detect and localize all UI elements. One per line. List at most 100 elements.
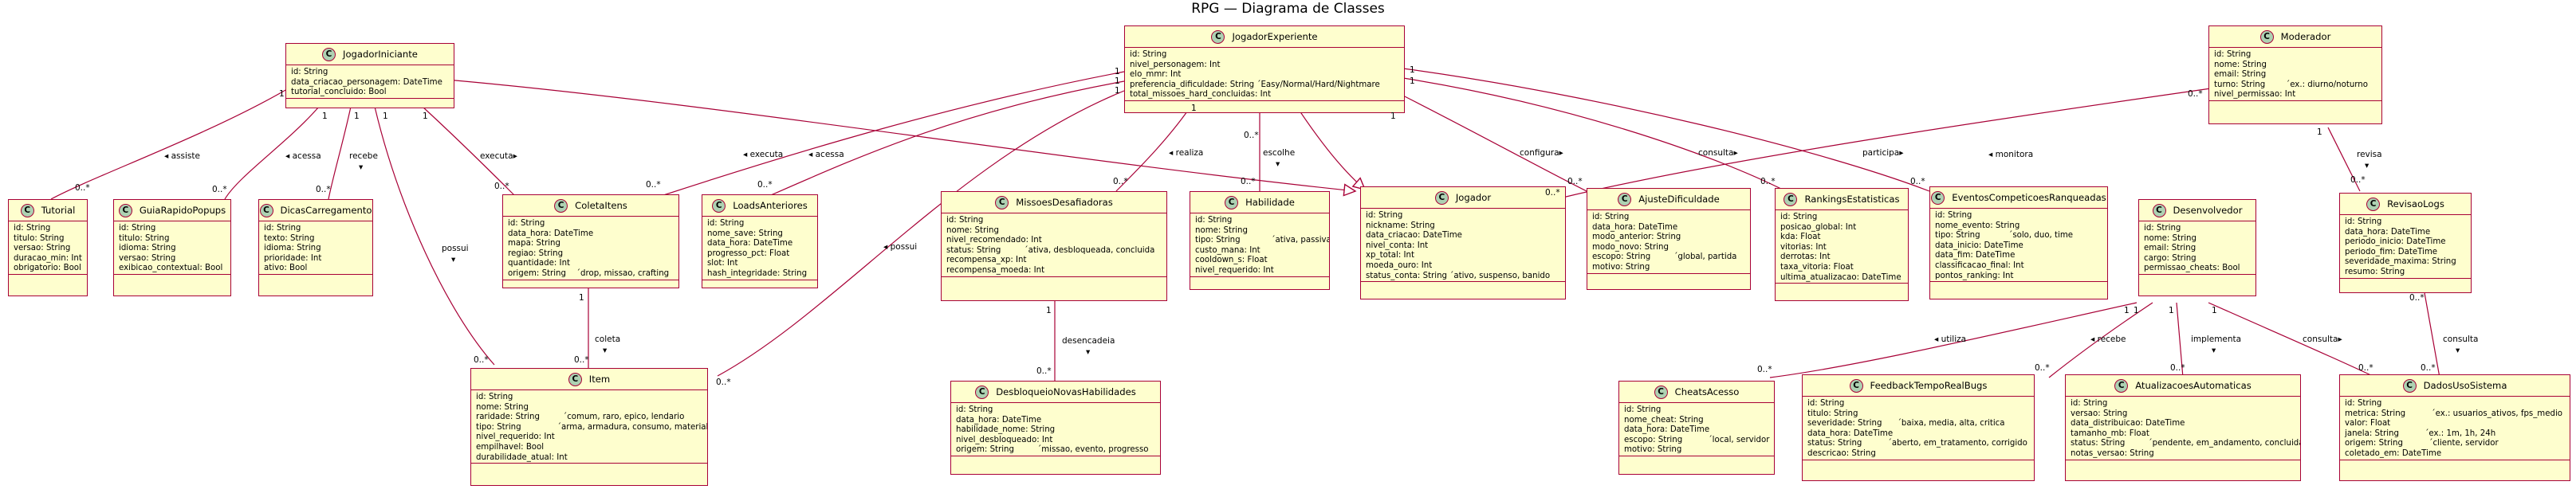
edge-experiente-rankings: [1402, 77, 1787, 192]
class-name: CheatsAcesso: [1674, 386, 1740, 397]
multiplicity: 0..*: [2350, 175, 2366, 185]
multiplicity: 0..*: [212, 185, 227, 194]
multiplicity: 0..*: [2409, 293, 2425, 303]
multiplicity: 0..*: [757, 180, 773, 190]
label-possui-item: possui: [442, 244, 469, 253]
label-participa: participa▸: [1862, 148, 1904, 158]
edge-dev-cheats: [1769, 302, 2137, 378]
edge-iniciante-coleta: [422, 106, 517, 198]
class-icon: C: [2366, 197, 2381, 211]
attribute: data_criacao_personagem: DateTime: [291, 77, 442, 87]
multiplicity: 0..*: [2035, 363, 2050, 373]
class-icon: C: [2152, 203, 2166, 217]
edge-revisao-dados: [2423, 288, 2440, 378]
class-icon: C: [1618, 192, 1632, 206]
label-consulta-dados: consulta▸: [2303, 335, 2342, 344]
class-icon: C: [2114, 378, 2129, 393]
class-name: DicasCarregamento: [280, 204, 372, 216]
multiplicity: 1: [2124, 306, 2130, 315]
class-icon: C: [20, 203, 34, 217]
multiplicity: 0..*: [1567, 177, 1583, 186]
label-utiliza: ◂ utiliza: [1934, 335, 1967, 344]
multiplicity: 1: [2134, 306, 2139, 315]
multiplicity: 0..*: [574, 355, 589, 365]
label-desencadeia: desencadeia: [1062, 336, 1115, 346]
label-recebe-feedback: ◂ recebe: [2090, 335, 2126, 344]
edge-experiente-coleta: [658, 71, 1125, 198]
class-icon: C: [554, 198, 568, 213]
class-name: AjusteDificuldade: [1638, 193, 1720, 205]
attribute: id: String: [291, 68, 328, 76]
edge-experiente-eventos: [1402, 68, 1930, 192]
label-executa-loads: ◂ executa: [743, 150, 784, 159]
class-name: FeedbackTempoRealBugs: [1870, 379, 1988, 391]
class-name: Moderador: [2280, 30, 2331, 42]
multiplicity: 1: [279, 89, 285, 99]
label-implementa: implementa: [2191, 335, 2242, 344]
class-name: RankingsEstatisticas: [1804, 193, 1900, 205]
arrow-down-icon: ▾: [359, 162, 364, 172]
multiplicity: 0..*: [75, 183, 90, 193]
arrow-down-icon: ▾: [2456, 346, 2460, 355]
label-revisa: revisa: [2357, 150, 2382, 159]
multiplicity: 1: [423, 112, 428, 121]
multiplicity: 0..*: [2188, 89, 2203, 99]
label-recebe-dicas: recebe: [349, 151, 378, 161]
multiplicity: 1: [1115, 86, 1120, 96]
edge-iniciante-tutorial: [50, 88, 288, 200]
class-name: MissoesDesafiadoras: [1016, 196, 1113, 208]
class-icon: C: [1931, 190, 1945, 205]
multiplicity: 1: [2169, 306, 2174, 315]
arrow-down-icon: ▾: [1276, 159, 1280, 169]
edge-experiente-item: [717, 90, 1125, 377]
multiplicity: 1: [579, 293, 584, 303]
arrow-down-icon: ▾: [2212, 346, 2216, 355]
class-name: Jogador: [1455, 191, 1492, 203]
diagram-title: RPG — Diagrama de Classes: [1191, 1, 1385, 17]
class-icon: C: [1849, 378, 1863, 393]
label-possui-experiente: ◂ possui: [883, 242, 918, 252]
multiplicity: 0..*: [1910, 177, 1925, 186]
attribute: tutorial_concluido: Bool: [291, 88, 387, 97]
multiplicity: 1: [1115, 76, 1120, 86]
class-name: EventosCompeticoesRanqueadas: [1952, 191, 2106, 203]
class-name: ColetaItens: [575, 199, 627, 211]
class-name: JogadorIniciante: [343, 48, 418, 60]
class-icon: C: [568, 372, 582, 386]
class-icon: C: [1654, 385, 1668, 399]
edge-moderador-revisao: [2327, 127, 2361, 192]
class-icon: C: [975, 385, 989, 399]
multiplicity: 0..*: [1244, 131, 1259, 140]
multiplicity: 0..*: [2421, 363, 2436, 373]
